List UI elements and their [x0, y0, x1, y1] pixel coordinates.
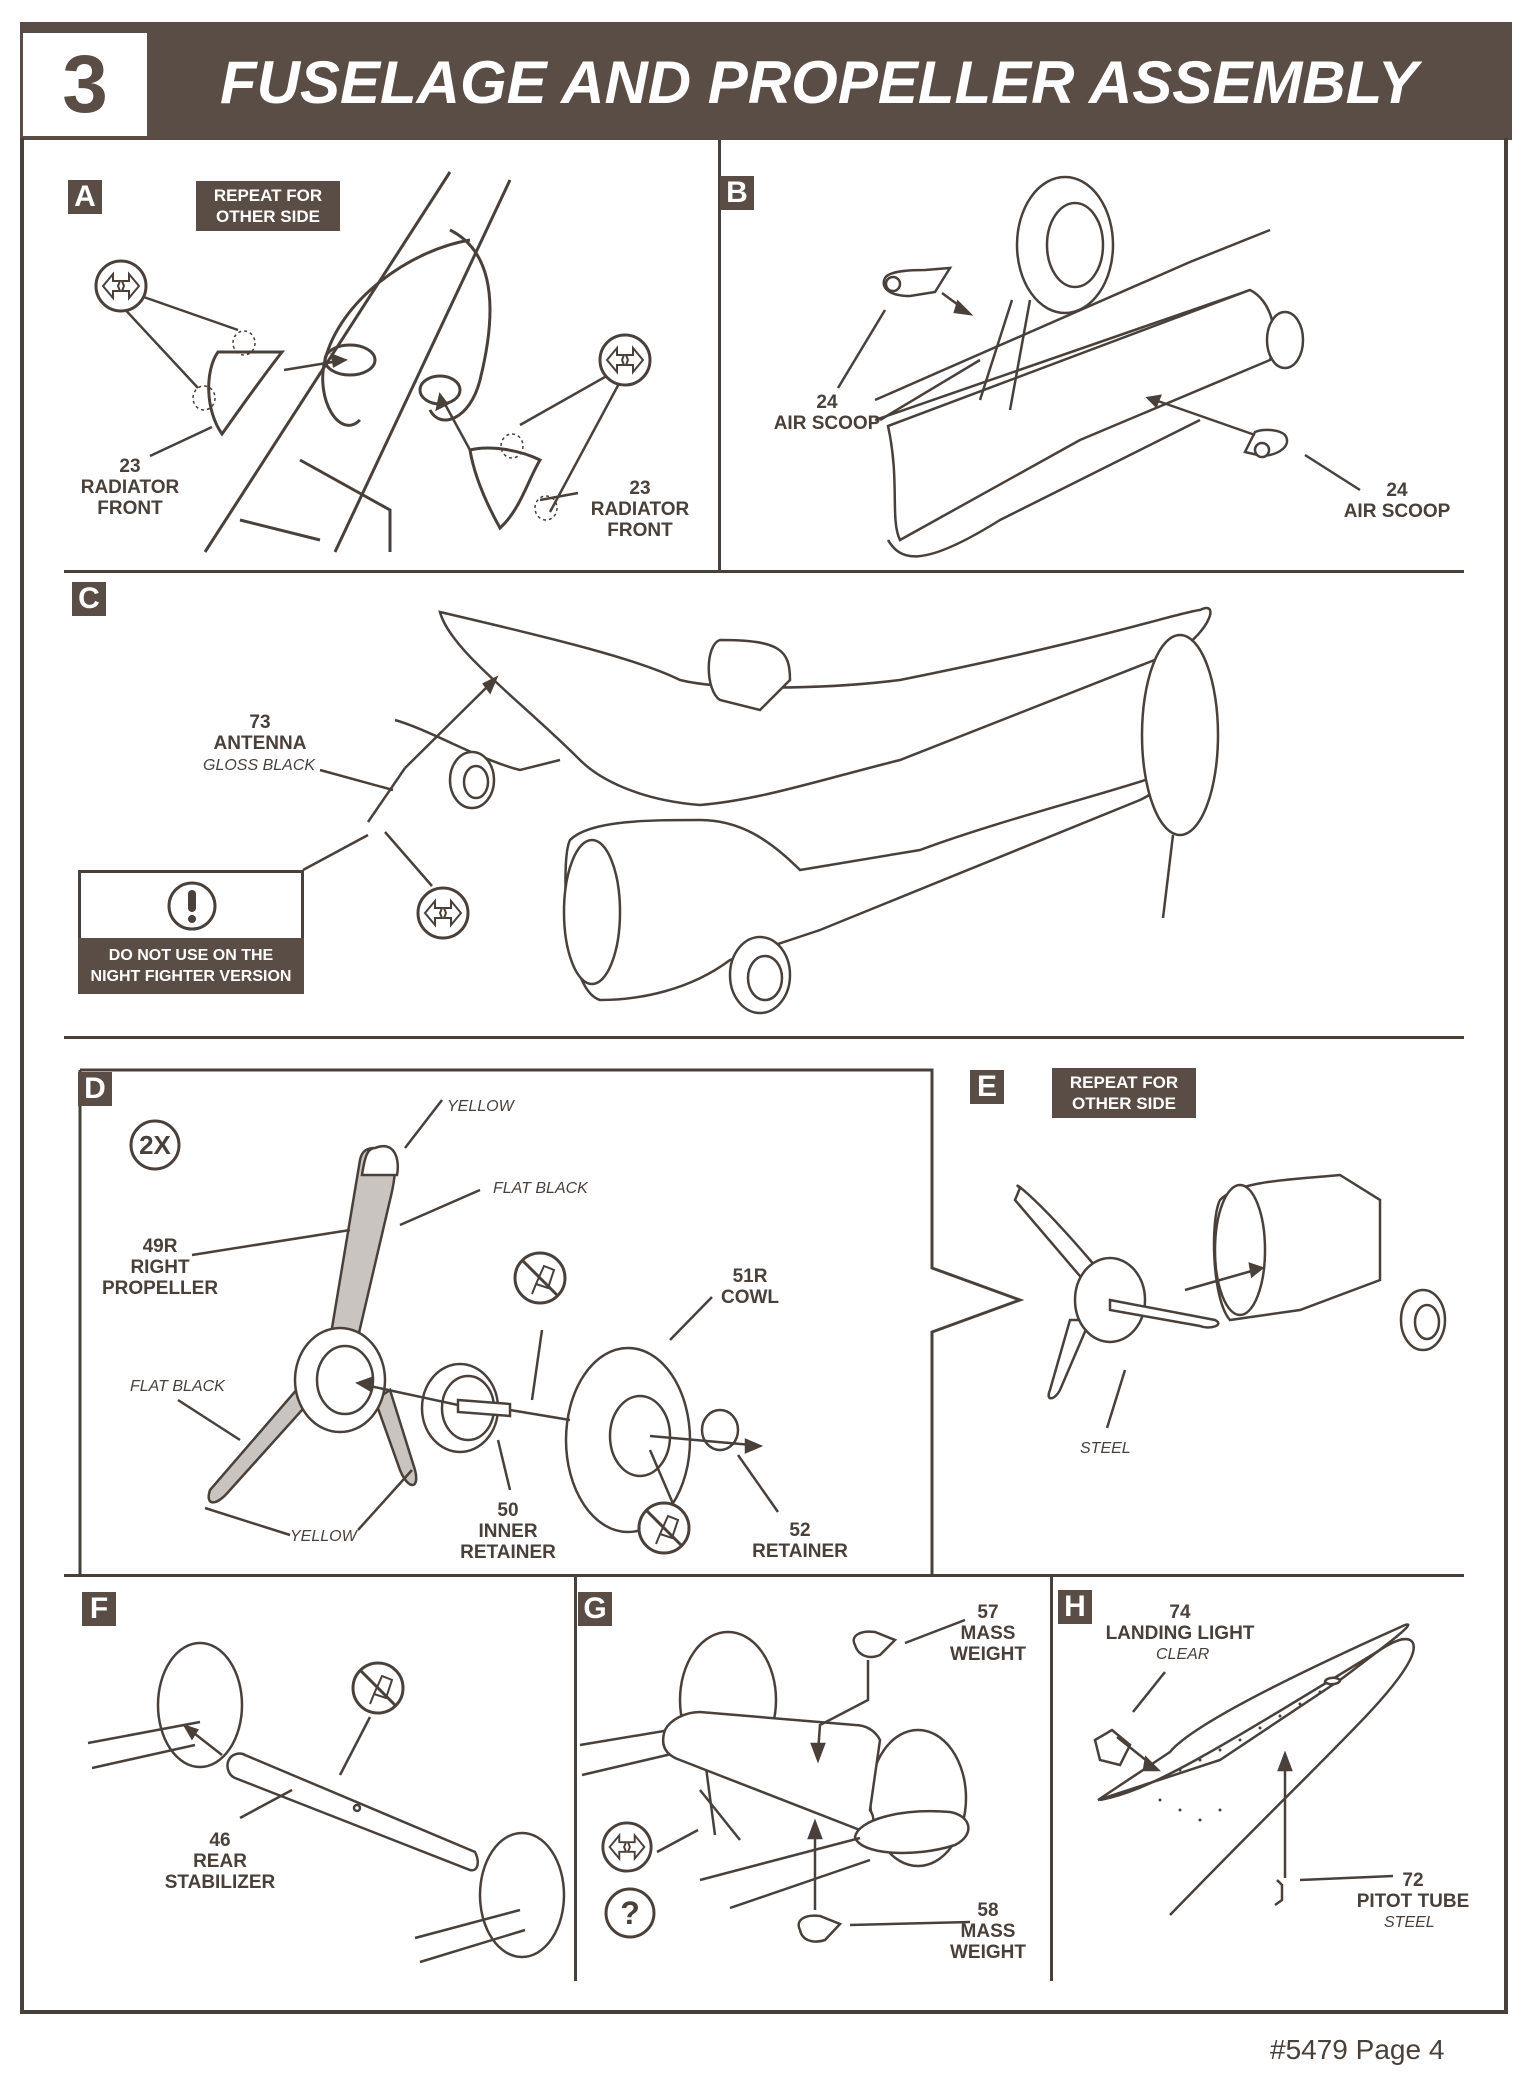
banner-line: REPEAT FOR — [1069, 1073, 1179, 1092]
part-label-24-right: 24 AIR SCOOP — [1332, 480, 1462, 522]
part-name: AIR SCOOP — [773, 413, 881, 434]
no-glue-icon — [637, 1501, 691, 1555]
part-name: STABILIZER — [164, 1872, 276, 1893]
part-name: PROPELLER — [101, 1278, 219, 1299]
part-label-24-left: 24 AIR SCOOP — [762, 392, 892, 434]
panel-a-letter: A — [68, 180, 102, 214]
part-name: MASS — [960, 1623, 1016, 1644]
part-number: 50 — [497, 1500, 519, 1521]
page-footer: #5479 Page 4 — [1270, 2034, 1445, 2065]
part-name: LANDING LIGHT — [1105, 1623, 1255, 1644]
part-name: PITOT TUBE — [1356, 1891, 1470, 1912]
part-label-72: 72 PITOT TUBE — [1348, 1870, 1478, 1912]
panel-d-letter: D — [78, 1072, 112, 1106]
part-name: INNER — [478, 1521, 538, 1542]
divider-row2-bottom — [64, 1036, 1464, 1039]
part-name: AIR SCOOP — [1343, 501, 1451, 522]
panel-e-letter: E — [970, 1070, 1004, 1104]
paint-yellow-top: YELLOW — [447, 1098, 514, 1115]
paint-steel-h: STEEL — [1384, 1914, 1435, 1931]
part-label-51r: 51R COWL — [700, 1266, 800, 1308]
part-label-23-right: 23 RADIATOR FRONT — [580, 478, 700, 541]
panel-b-letter: B — [720, 176, 754, 210]
no-glue-icon — [513, 1251, 567, 1305]
panel-c-letter: C — [72, 582, 106, 616]
divider-row3-bottom — [64, 1574, 1464, 1577]
quantity-2x-badge — [129, 1119, 181, 1171]
svg-text:?: ? — [620, 1895, 640, 1931]
step-number-box — [23, 33, 147, 136]
cement-both-surfaces-icon — [601, 1821, 653, 1873]
cement-both-surfaces-icon — [94, 259, 148, 313]
part-number: 57 — [977, 1602, 999, 1623]
part-label-57: 57 MASS WEIGHT — [940, 1602, 1036, 1665]
part-number: 46 — [209, 1830, 231, 1851]
part-name: RADIATOR — [590, 499, 690, 520]
paint-gloss-black: GLOSS BLACK — [203, 757, 316, 774]
part-name: COWL — [720, 1287, 780, 1308]
part-number: 24 — [816, 392, 838, 413]
part-label-73: 73 ANTENNA — [200, 712, 320, 754]
banner-line: REPEAT FOR — [213, 186, 323, 205]
part-name: RETAINER — [460, 1542, 556, 1563]
part-number: 51R — [732, 1266, 768, 1287]
cement-both-surfaces-icon — [598, 333, 652, 387]
part-label-46: 46 REAR STABILIZER — [155, 1830, 285, 1893]
part-name: ANTENNA — [213, 733, 307, 754]
step-title: FUSELAGE AND PROPELLER ASSEMBLY — [220, 49, 1418, 116]
part-number: 24 — [1386, 480, 1408, 501]
part-number: 23 — [119, 456, 141, 477]
part-label-50: 50 INNER RETAINER — [448, 1500, 568, 1563]
warning-text: DO NOT USE ON THE NIGHT FIGHTER VERSION — [78, 938, 304, 994]
part-number: 52 — [789, 1520, 811, 1541]
divider-fg-vertical — [574, 1576, 577, 1981]
divider-row1-bottom — [64, 570, 1464, 573]
part-name: WEIGHT — [950, 1644, 1026, 1665]
part-label-52: 52 RETAINER — [740, 1520, 860, 1562]
banner-line: OTHER SIDE — [216, 207, 320, 226]
part-name: WEIGHT — [950, 1942, 1026, 1963]
paint-steel-e: STEEL — [1080, 1440, 1131, 1457]
panel-g-letter: G — [578, 1592, 612, 1626]
part-number: 49R — [142, 1236, 178, 1257]
part-number: 74 — [1169, 1602, 1191, 1623]
divider-bottom — [36, 2011, 1508, 2014]
divider-ab-vertical — [718, 140, 721, 572]
quantity-2x-text: 2X — [139, 1129, 171, 1160]
panel-f-letter: F — [82, 1592, 116, 1626]
part-name: RADIATOR — [80, 477, 180, 498]
exclamation-icon — [167, 881, 217, 931]
part-name: RIGHT — [130, 1257, 190, 1278]
part-name: MASS — [960, 1921, 1016, 1942]
part-label-74: 74 LANDING LIGHT — [1100, 1602, 1260, 1644]
question-icon: ? — [604, 1887, 656, 1939]
step-number: 3 — [62, 38, 108, 130]
warning-line: NIGHT FIGHTER VERSION — [90, 968, 292, 985]
paint-flat-black-left: FLAT BLACK — [130, 1378, 225, 1395]
step-header-bar — [20, 22, 1512, 140]
part-label-49r: 49R RIGHT PROPELLER — [90, 1236, 230, 1299]
part-name: FRONT — [607, 520, 673, 541]
paint-flat-black-top: FLAT BLACK — [493, 1180, 588, 1197]
banner-line: OTHER SIDE — [1072, 1094, 1176, 1113]
panel-h-letter: H — [1058, 1590, 1092, 1624]
warning-line: DO NOT USE ON THE — [108, 947, 274, 964]
panel-e-repeat-banner: REPEAT FOR OTHER SIDE — [1052, 1068, 1196, 1118]
divider-gh-vertical — [1050, 1576, 1053, 1981]
paint-clear: CLEAR — [1156, 1646, 1210, 1663]
part-number: 23 — [629, 478, 651, 499]
paint-yellow-bottom: YELLOW — [290, 1528, 357, 1545]
cement-both-surfaces-icon — [416, 886, 470, 940]
panel-a-repeat-banner: REPEAT FOR OTHER SIDE — [196, 181, 340, 231]
part-name: FRONT — [97, 498, 163, 519]
part-label-58: 58 MASS WEIGHT — [940, 1900, 1036, 1963]
part-name: RETAINER — [752, 1541, 848, 1562]
part-label-23-left: 23 RADIATOR FRONT — [70, 456, 190, 519]
part-number: 72 — [1402, 1870, 1424, 1891]
part-name: REAR — [193, 1851, 247, 1872]
no-glue-icon — [351, 1661, 405, 1715]
part-number: 58 — [977, 1900, 999, 1921]
part-number: 73 — [249, 712, 271, 733]
